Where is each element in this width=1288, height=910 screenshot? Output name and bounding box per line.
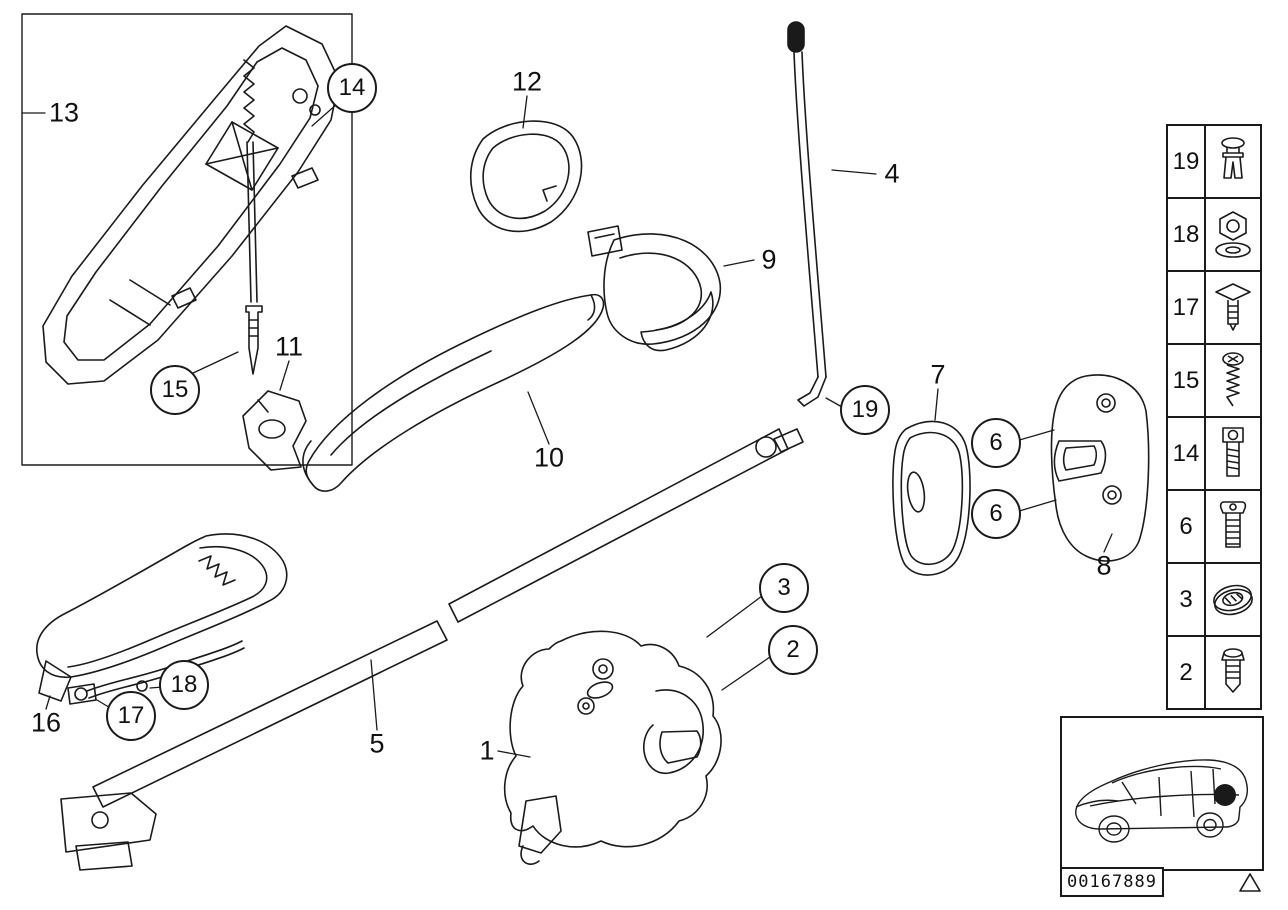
leader-6-lower <box>1015 499 1057 513</box>
leader-5 <box>370 659 378 731</box>
legend-row-15: 15 <box>1168 345 1260 418</box>
callout-19[interactable]: 19 <box>840 385 890 435</box>
legend-number-3[interactable]: 3 <box>1168 564 1206 635</box>
leader-12 <box>522 95 528 129</box>
door-handle <box>302 293 605 492</box>
callout-11[interactable]: 11 <box>274 331 304 362</box>
leader-lines <box>21 95 1113 758</box>
callout-15[interactable]: 15 <box>150 365 200 415</box>
image-id-label: 00167889 <box>1060 867 1164 897</box>
callout-6-lower[interactable]: 6 <box>971 489 1021 539</box>
leader-15 <box>190 351 239 375</box>
handle-end-cap <box>587 225 722 352</box>
callout-14[interactable]: 14 <box>327 63 377 113</box>
short-screw-icon <box>1206 637 1260 708</box>
lock-cover <box>892 420 971 576</box>
leader-6-upper <box>1015 429 1055 442</box>
callout-1[interactable]: 1 <box>479 735 495 766</box>
warning-triangle-icon <box>1238 872 1262 898</box>
hex-nut-icon <box>1206 199 1260 270</box>
leader-19 <box>825 397 843 408</box>
legend-number-15[interactable]: 15 <box>1168 345 1206 416</box>
leader-7 <box>934 388 939 421</box>
socket-head-bolt-icon <box>1206 418 1260 489</box>
leader-1 <box>497 750 531 758</box>
lock-carrier-assembly <box>42 25 340 385</box>
legend-row-17: 17 <box>1168 272 1260 345</box>
retaining-clip-icon <box>1206 272 1260 343</box>
carrier-boundary-box <box>21 13 353 466</box>
legend-row-14: 14 <box>1168 418 1260 491</box>
legend-number-6[interactable]: 6 <box>1168 491 1206 562</box>
connecting-rod <box>60 428 804 871</box>
oval-grommet-icon <box>1206 564 1260 635</box>
legend-number-18[interactable]: 18 <box>1168 199 1206 270</box>
position-dot <box>1214 784 1236 806</box>
leader-4 <box>831 169 877 175</box>
callout-3[interactable]: 3 <box>759 563 809 613</box>
legend-row-3: 3 <box>1168 564 1260 637</box>
leader-16 <box>45 695 51 710</box>
callout-5[interactable]: 5 <box>369 728 385 759</box>
tapping-screw-icon <box>1206 345 1260 416</box>
leader-14 <box>311 103 338 127</box>
callout-6-upper[interactable]: 6 <box>971 418 1021 468</box>
legend-table: 19 18 17 <box>1166 124 1262 710</box>
legend-number-14[interactable]: 14 <box>1168 418 1206 489</box>
handle-bracket <box>242 390 307 471</box>
door-lock-actuator <box>503 630 722 865</box>
expansion-rivet-icon <box>1206 126 1260 197</box>
legend-row-2: 2 <box>1168 637 1260 708</box>
callout-7[interactable]: 7 <box>930 359 946 390</box>
legend-number-19[interactable]: 19 <box>1168 126 1206 197</box>
legend-number-17[interactable]: 17 <box>1168 272 1206 343</box>
callout-8[interactable]: 8 <box>1096 550 1112 581</box>
callout-9[interactable]: 9 <box>761 244 777 275</box>
car-locator <box>1060 716 1264 871</box>
legend-row-19: 19 <box>1168 126 1260 199</box>
leader-8 <box>1103 533 1113 553</box>
callout-16[interactable]: 16 <box>30 707 62 738</box>
leader-2 <box>721 656 771 691</box>
door-striker <box>1050 374 1150 562</box>
leader-3 <box>706 595 763 638</box>
callout-12[interactable]: 12 <box>511 66 543 97</box>
callout-17[interactable]: 17 <box>106 691 156 741</box>
callout-10[interactable]: 10 <box>533 442 565 473</box>
leader-9 <box>723 259 755 267</box>
handle-gasket <box>469 120 583 233</box>
leader-11 <box>279 360 290 391</box>
car-outline-icon <box>1075 759 1249 843</box>
legend-row-18: 18 <box>1168 199 1260 272</box>
callout-13[interactable]: 13 <box>48 97 80 128</box>
legend-number-2[interactable]: 2 <box>1168 637 1206 708</box>
callout-18[interactable]: 18 <box>159 660 209 710</box>
legend-row-6: 6 <box>1168 491 1260 564</box>
callout-2[interactable]: 2 <box>768 625 818 675</box>
leader-10 <box>527 391 550 445</box>
callout-4[interactable]: 4 <box>884 158 900 189</box>
torx-bolt-icon <box>1206 491 1260 562</box>
actuating-rod <box>787 21 827 407</box>
